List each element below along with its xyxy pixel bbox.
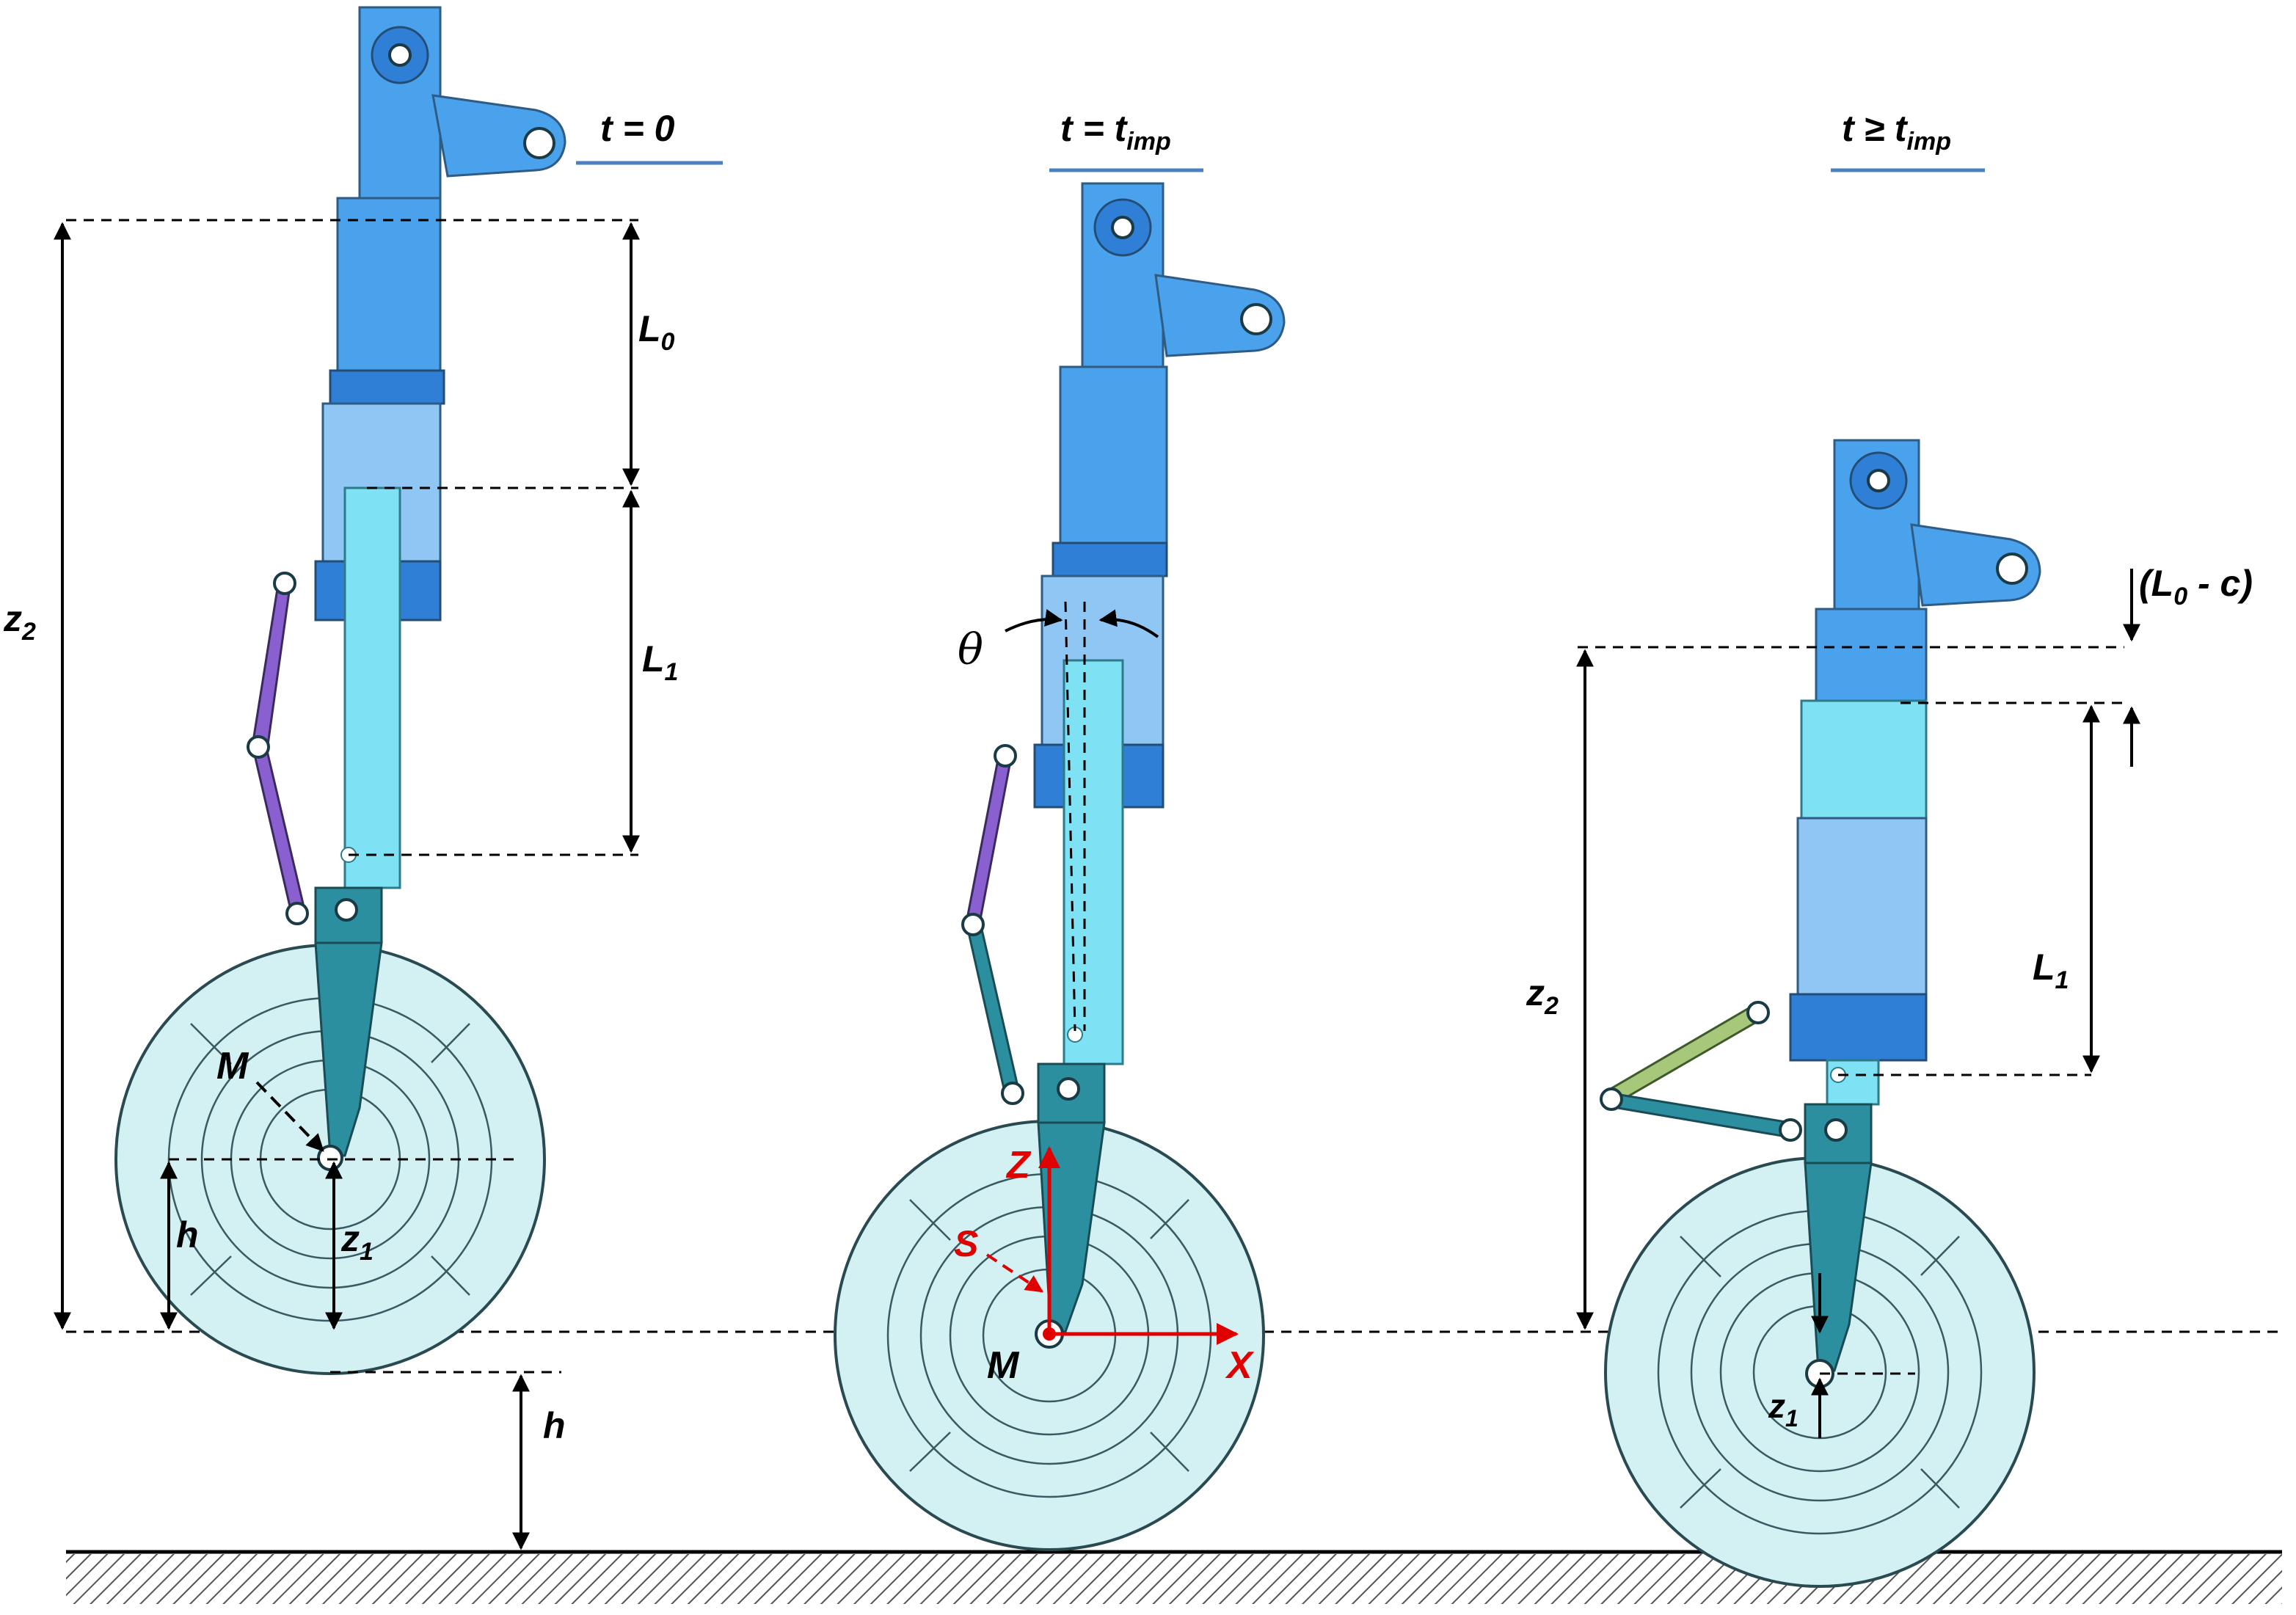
label-h-upper: h bbox=[176, 1214, 199, 1255]
piston-3 bbox=[1826, 1059, 1880, 1106]
gear-state-3 bbox=[1600, 439, 2041, 1588]
label-L0: L0 bbox=[638, 308, 675, 356]
label-X: X bbox=[1225, 1344, 1255, 1387]
S-pointer-arrow bbox=[985, 1253, 1043, 1293]
axle-link-2 bbox=[1035, 1062, 1106, 1349]
piston-1 bbox=[340, 486, 401, 889]
gear-3-annotations: t ≥ timp (L0 - c) z2 L1 z1 bbox=[1526, 108, 2253, 1438]
theta-arrow-left bbox=[1005, 609, 1063, 632]
gear-state-1 bbox=[114, 6, 566, 1375]
label-L0-minus-c: (L0 - c) bbox=[2139, 563, 2253, 610]
gear-state-2 bbox=[834, 182, 1286, 1551]
label-M-center: M bbox=[987, 1344, 1020, 1387]
theta-arrow-right bbox=[1098, 609, 1159, 638]
label-z2-left: z2 bbox=[3, 598, 36, 646]
label-Z: Z bbox=[1005, 1144, 1032, 1186]
gear-1-annotations: t = 0 L0 L1 z2 h z1 h M bbox=[3, 108, 723, 1550]
label-L1-right: L1 bbox=[2033, 947, 2069, 994]
ground bbox=[66, 1550, 2282, 1604]
label-h-lower: h bbox=[543, 1405, 566, 1446]
torque-link-1 bbox=[247, 572, 309, 925]
label-S: S bbox=[954, 1223, 978, 1264]
label-z1-right: z1 bbox=[1768, 1387, 1798, 1432]
label-M-left: M bbox=[216, 1045, 249, 1087]
label-L1: L1 bbox=[642, 638, 678, 686]
label-z2-right: z2 bbox=[1526, 972, 1559, 1020]
label-t-imp: t = timp bbox=[1060, 108, 1171, 156]
upper-cylinder-3 bbox=[1789, 439, 2041, 1062]
piston-2 bbox=[1063, 659, 1124, 1065]
axle-link-1 bbox=[314, 886, 383, 1171]
upper-cylinder-1 bbox=[314, 6, 566, 621]
M-pointer-arrow-1 bbox=[255, 1081, 324, 1152]
torque-link-2 bbox=[961, 744, 1024, 1105]
label-t-ge-imp: t ≥ timp bbox=[1842, 108, 1951, 156]
label-z1-left: z1 bbox=[340, 1218, 373, 1266]
label-theta: θ bbox=[958, 624, 983, 674]
gear-2-annotations: θ t = timp Z X S M bbox=[954, 108, 1255, 1387]
torque-link-3 bbox=[1600, 1001, 1802, 1142]
label-t0: t = 0 bbox=[600, 108, 675, 149]
